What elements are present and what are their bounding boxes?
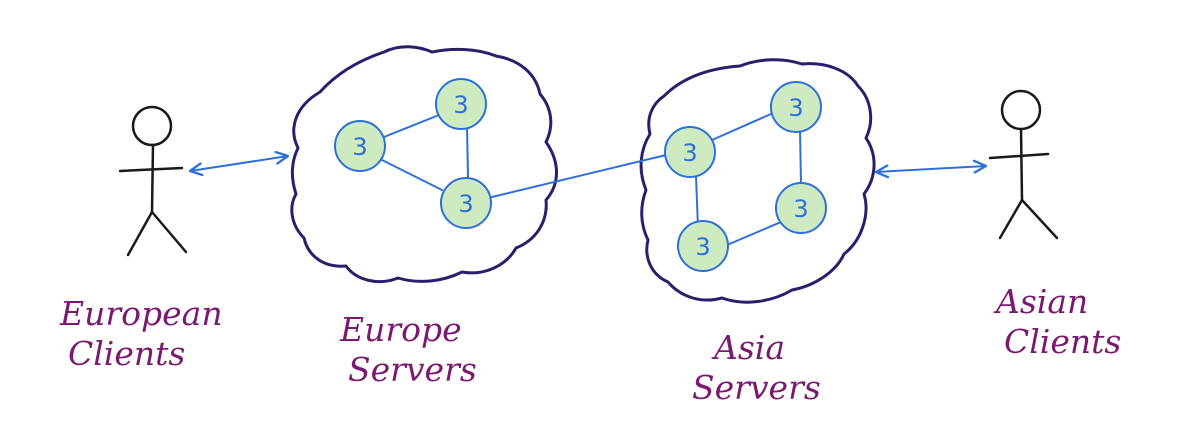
asian-clients-label-line1: Asian: [996, 282, 1089, 321]
european-clients-label-line2: Clients: [68, 334, 186, 373]
europe-node-3: 3: [440, 177, 492, 229]
asian-client-leg-right: [1020, 198, 1059, 240]
europe-node-1: 3: [334, 120, 386, 172]
europe-servers-label-line2: Servers: [348, 350, 477, 389]
asia-node-1-label: 3: [682, 139, 697, 167]
asian-client-figure: [988, 89, 1059, 240]
european-client-leg-right: [150, 210, 188, 254]
asian-clients-label-line2: Clients: [1004, 322, 1122, 361]
europe-node-2-label: 3: [453, 91, 468, 119]
asia-node-2: 3: [770, 81, 822, 133]
asia-node-4-label: 3: [695, 233, 710, 261]
asia-node-2-label: 3: [788, 94, 803, 122]
european-client-head: [131, 105, 173, 147]
europe-servers-label-line1: Europe: [340, 310, 462, 349]
european-client-body: [150, 143, 155, 214]
europe-servers-label: Europe Servers: [340, 310, 477, 390]
european-client-figure: [118, 105, 188, 257]
asia-node-3-label: 3: [793, 195, 808, 223]
europe-cluster-links: [381, 114, 469, 191]
european-clients-arrow: [188, 150, 290, 177]
asia-node-1: 3: [664, 126, 716, 178]
europe-node-2: 3: [435, 78, 487, 130]
european-client-leg-left: [126, 210, 154, 257]
europe-asia-link: [491, 154, 667, 198]
europe-servers-cloud: [290, 45, 558, 283]
european-client-arms: [118, 166, 184, 173]
asia-node-4: 3: [677, 220, 729, 272]
asia-servers-label: Asia Servers: [692, 328, 821, 408]
europe-node-1-label: 3: [352, 133, 367, 161]
europe-node-3-label: 3: [458, 190, 473, 218]
asian-client-leg-left: [998, 198, 1024, 240]
asia-servers-label-line2: Servers: [692, 368, 821, 407]
asian-clients-label: Asian Clients: [996, 282, 1121, 362]
european-clients-label-line1: European: [60, 294, 223, 333]
asia-link-c-d: [726, 221, 782, 246]
asian-client-head: [1000, 89, 1042, 131]
asian-client-arms: [988, 152, 1050, 160]
european-clients-label: European Clients: [60, 294, 223, 374]
europe-link-b-c: [466, 124, 469, 179]
asia-servers-cloud: [639, 58, 876, 304]
asia-servers-label-line1: Asia: [714, 328, 785, 367]
asia-node-3: 3: [775, 182, 827, 234]
asia-link-a-b: [711, 113, 772, 141]
asia-link-d-a: [695, 175, 699, 229]
asia-cluster-links: [695, 113, 802, 246]
asian-client-body: [1019, 127, 1024, 202]
europe-link-a-b: [383, 114, 440, 138]
asian-clients-arrow: [874, 159, 988, 179]
europe-link-c-a: [381, 159, 443, 191]
asia-link-b-c: [799, 129, 802, 185]
